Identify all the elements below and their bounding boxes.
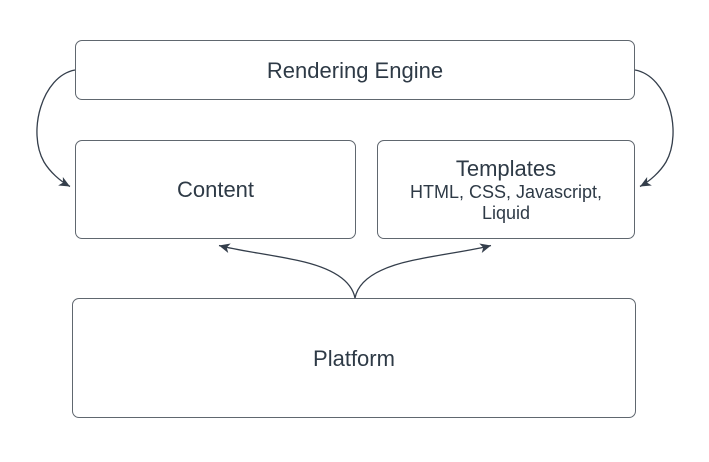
node-templates-sublabel-line2: Liquid xyxy=(481,203,531,223)
edge-platform-to-content xyxy=(218,243,356,299)
node-templates-label: Templates xyxy=(455,156,557,181)
node-templates-sublabel-line1: HTML, CSS, Javascript, xyxy=(409,182,603,202)
edge-rendering-engine-to-content xyxy=(36,69,76,188)
node-rendering-engine[interactable]: Rendering Engine xyxy=(75,40,635,100)
node-platform[interactable]: Platform xyxy=(72,298,636,418)
node-templates[interactable]: Templates HTML, CSS, Javascript, Liquid xyxy=(377,140,635,239)
node-rendering-engine-label: Rendering Engine xyxy=(266,57,444,83)
node-content-label: Content xyxy=(176,177,255,202)
edge-rendering-engine-to-templates xyxy=(634,69,674,188)
node-platform-label: Platform xyxy=(313,345,395,371)
edge-platform-to-templates xyxy=(354,243,492,299)
node-content[interactable]: Content xyxy=(75,140,356,239)
